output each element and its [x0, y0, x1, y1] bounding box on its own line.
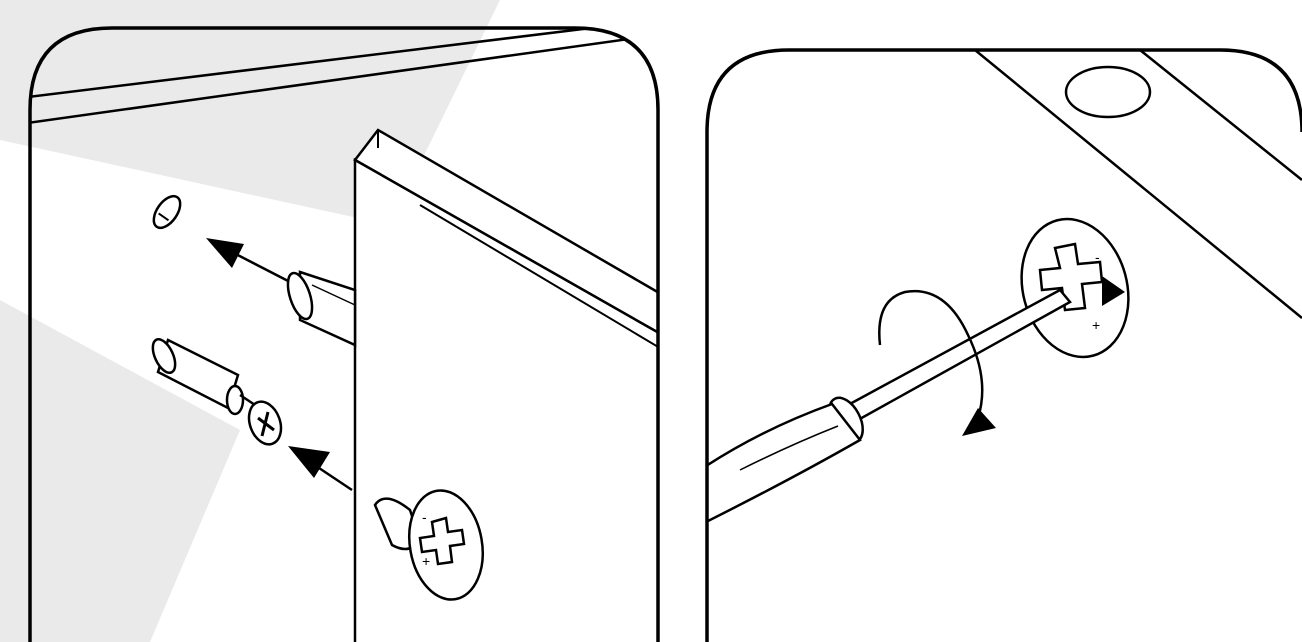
panel-right-frame	[707, 50, 1302, 642]
cam-mark-plus-large: +	[1092, 317, 1100, 333]
cam-mark-minus-large: -	[1095, 249, 1100, 265]
cam-mark-plus: +	[422, 553, 430, 569]
arrow-left-upper	[206, 238, 292, 283]
arrow-left-lower	[288, 446, 352, 490]
panel-right: - +	[700, 50, 1302, 642]
cam-lock-large-icon: - +	[1007, 207, 1144, 369]
dowel-icon	[283, 270, 355, 345]
board-panel	[355, 130, 680, 642]
plug-cap-icon	[148, 192, 185, 233]
top-hole	[1066, 67, 1150, 117]
cam-mark-minus: -	[422, 509, 427, 525]
screwdriver-icon	[700, 290, 1070, 525]
